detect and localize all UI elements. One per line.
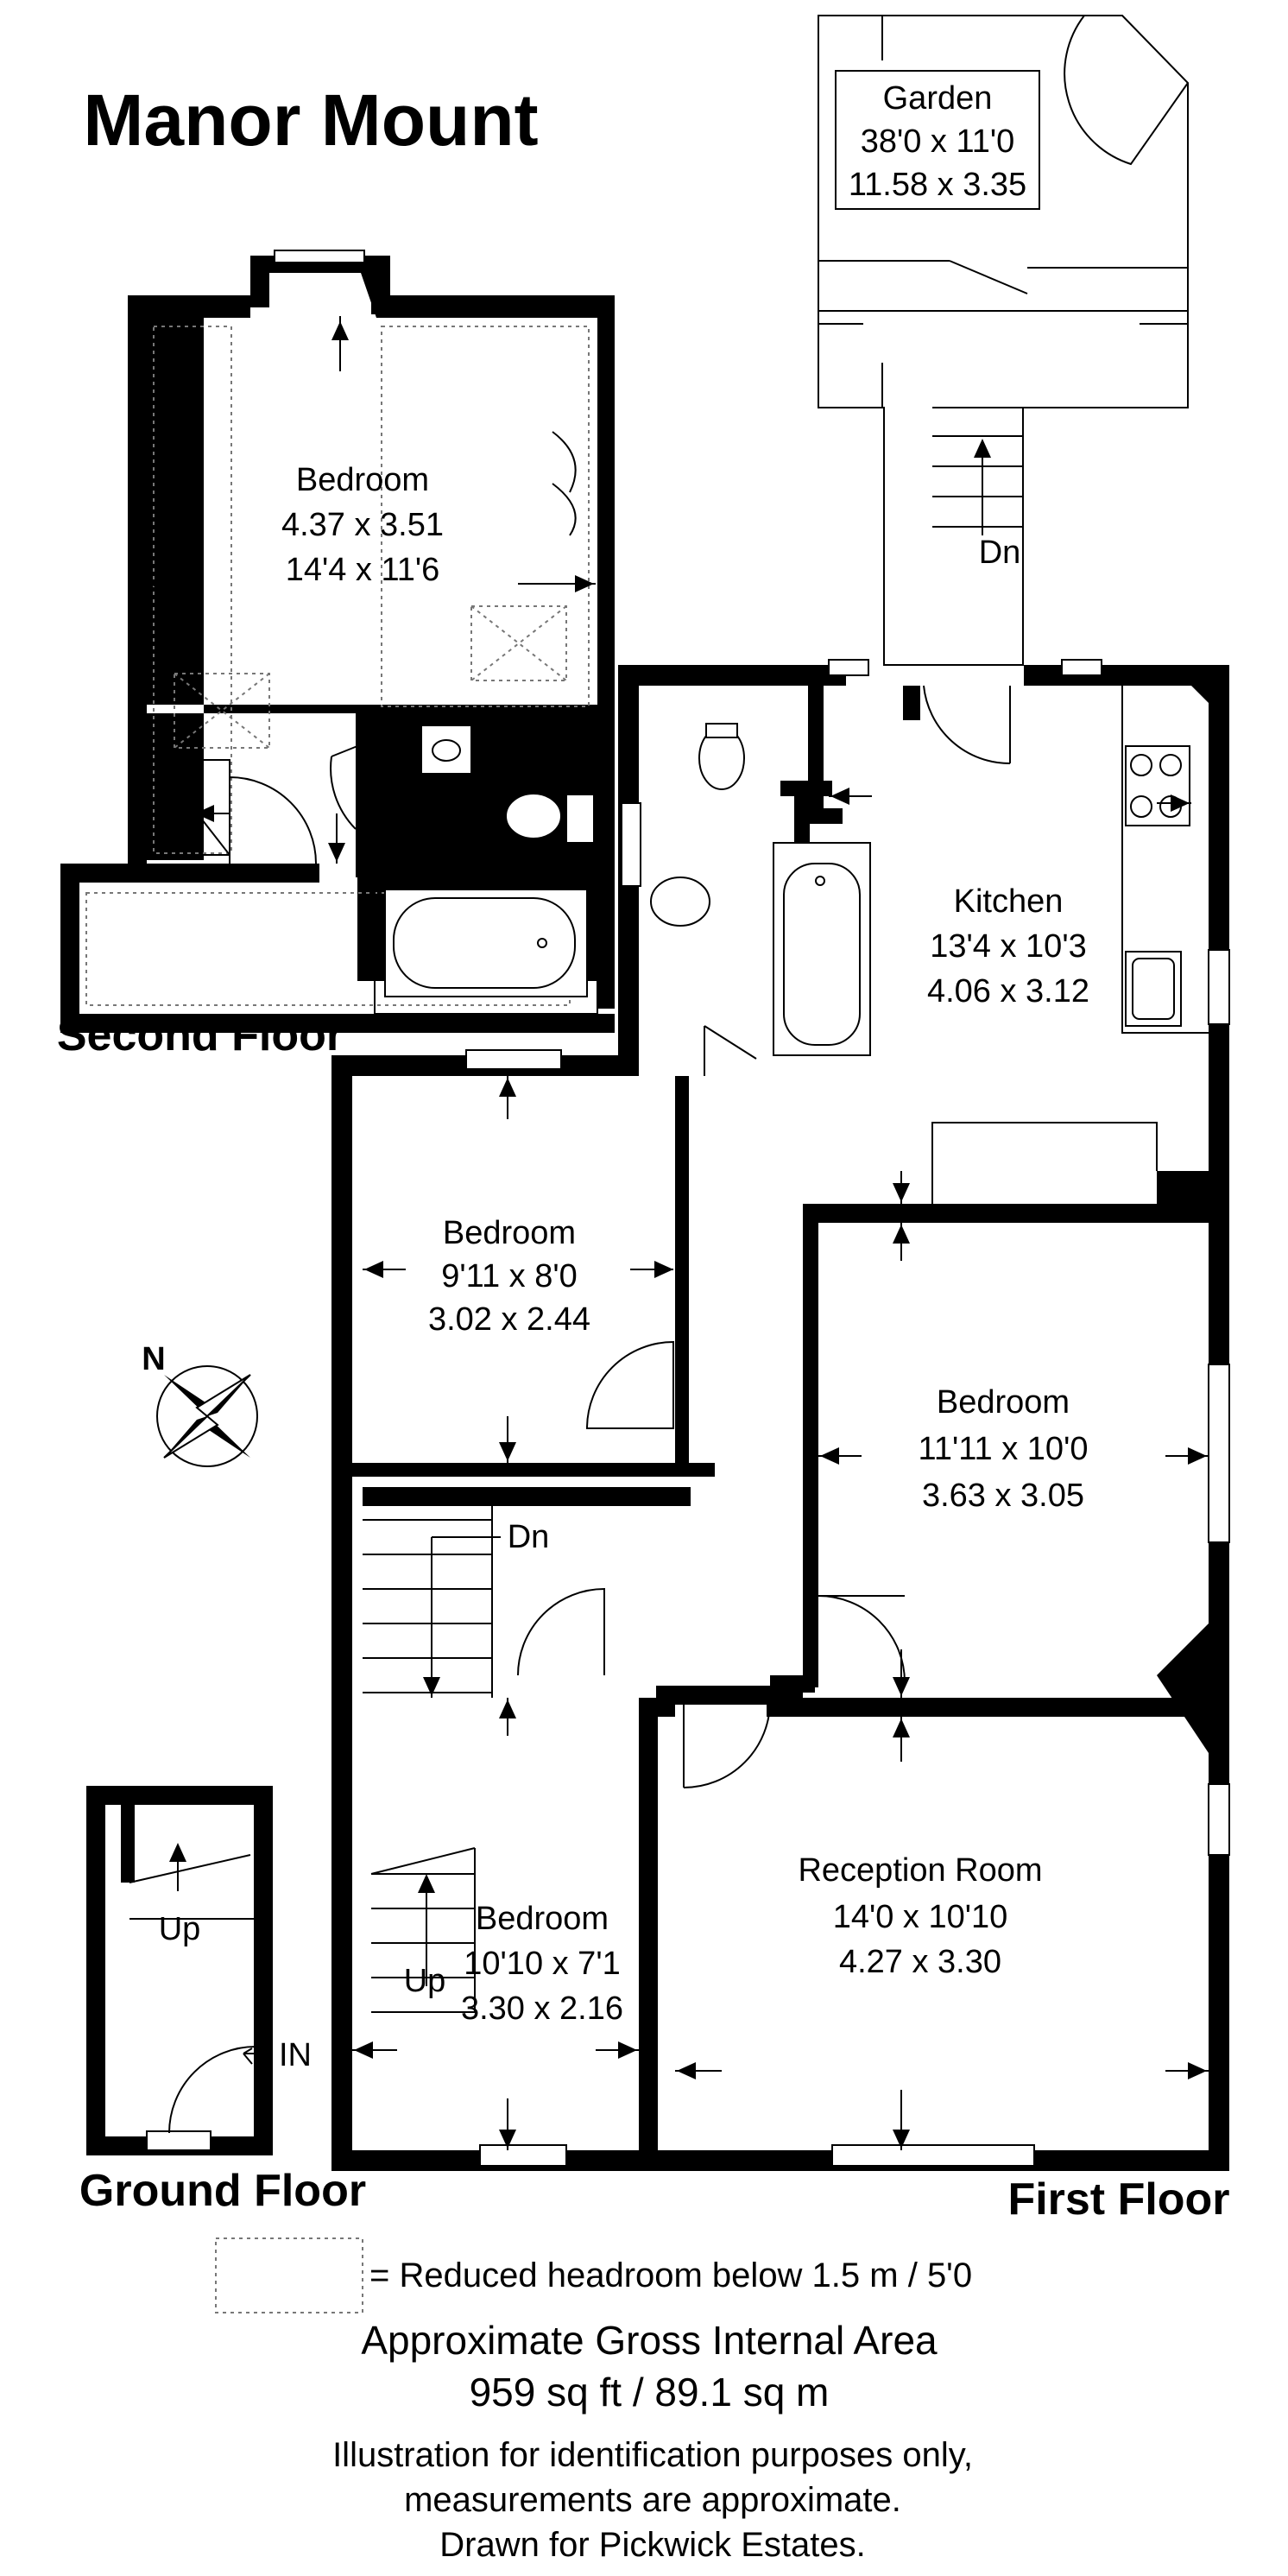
first-floor-stairs-dn-label: Dn [508,1519,550,1555]
bedroom-b-dim-imperial: 11'11 x 10'0 [919,1431,1089,1467]
first-floor-label: First Floor [1007,2174,1229,2225]
garden-area [818,15,1189,666]
window [1061,659,1102,676]
entrance-label: IN [279,2037,312,2073]
bedroom-a-dim-metric: 3.02 x 2.44 [428,1301,590,1338]
disclaimer-line: measurements are approximate. [404,2481,901,2519]
ground-floor-plan [86,1786,273,2155]
garden-dim-imperial: 38'0 x 11'0 [861,123,1015,160]
compass-rose-icon [156,1365,258,1467]
reception-room-dim-imperial: 14'0 x 10'10 [833,1899,1008,1935]
ground-floor-label: Ground Floor [79,2166,366,2216]
garden-stairs-dn-label: Dn [979,535,1021,571]
stairs [370,1847,476,2013]
second-floor-bedroom-dim-metric: 4.37 x 3.51 [281,507,444,543]
stairs [363,1487,501,1698]
window [146,2130,212,2151]
window [1208,1783,1230,1856]
second-floor-label: Second Floor [57,1010,344,1060]
window [479,2144,567,2167]
reception-room-dim-metric: 4.27 x 3.30 [839,1944,1001,1980]
compass-north-label: N [142,1341,165,1377]
first-floor-plan [331,659,1230,2171]
bedroom-b-name: Bedroom [937,1384,1070,1421]
garden-dim-metric: 11.58 x 3.35 [849,167,1026,203]
washbasin [650,877,710,927]
plan-title: Manor Mount [83,79,538,161]
reduced-headroom-swatch [215,2237,363,2313]
window [274,250,365,263]
area-label: Approximate Gross Internal Area [361,2318,938,2363]
garden-label-box [835,70,1040,210]
reception-room-name: Reception Room [798,1852,1042,1889]
disclaimer-line: Drawn for Pickwick Estates. [439,2526,865,2564]
window [465,1049,562,1070]
area-value: 959 sq ft / 89.1 sq m [470,2370,830,2415]
bedroom-c-dim-imperial: 10'10 x 7'1 [464,1946,620,1982]
window [831,2144,1035,2167]
bedroom-a-dim-imperial: 9'11 x 8'0 [441,1258,577,1294]
ground-floor-stairs-up-label: Up [159,1911,201,1947]
window [1208,949,1230,1025]
second-floor-plan [60,250,615,1033]
kitchen-dim-metric: 4.06 x 3.12 [927,973,1089,1010]
kitchen-dim-imperial: 13'4 x 10'3 [930,928,1086,965]
window [828,659,869,676]
skylight [470,605,567,681]
window [1208,1364,1230,1543]
window [621,802,641,887]
garden-stairs [932,407,1023,528]
legend-text: = Reduced headroom below 1.5 m / 5'0 [369,2256,972,2294]
entrance-arrow-icon [243,2048,264,2065]
toilet [505,793,562,839]
bedroom-a-name: Bedroom [443,1215,576,1251]
bedroom-b-dim-metric: 3.63 x 3.05 [922,1478,1084,1514]
bedroom-c-name: Bedroom [476,1901,609,1937]
first-floor-stairs-up-label: Up [404,1963,446,1999]
skylight [174,673,270,749]
kitchen-name: Kitchen [954,883,1064,920]
second-floor-bedroom-dim-imperial: 14'4 x 11'6 [286,552,440,588]
second-floor-bedroom-name: Bedroom [296,462,429,498]
disclaimer-line: Illustration for identification purposes… [332,2436,973,2474]
garden-name: Garden [883,80,993,117]
bedroom-c-dim-metric: 3.30 x 2.16 [461,1991,623,2027]
